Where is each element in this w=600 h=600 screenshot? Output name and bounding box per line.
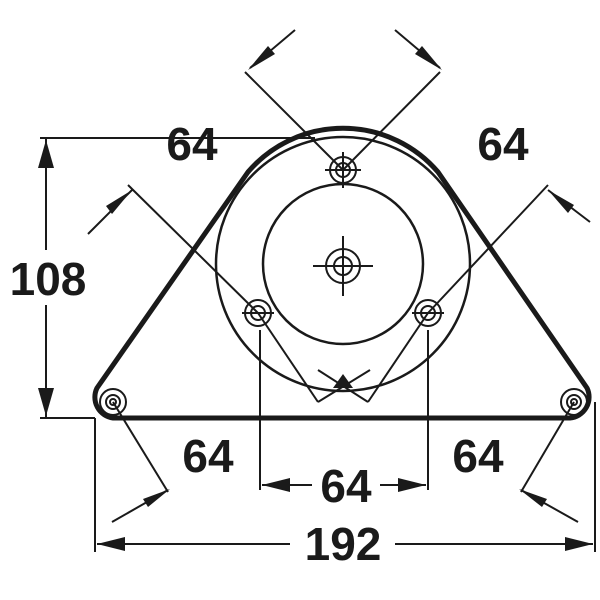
plate-outline <box>92 125 592 421</box>
v-mark <box>317 369 371 403</box>
outer-circle <box>214 135 472 393</box>
extension-lines-lower <box>112 312 575 493</box>
vertical-extension-lines <box>94 330 596 552</box>
bottom-left-hole <box>99 388 127 416</box>
bottom-dimension-arrows <box>111 489 579 523</box>
center-hole <box>313 236 373 296</box>
dim-overall-width-label: 192 <box>305 518 382 570</box>
dim-bottom-center-label: 64 <box>320 460 372 512</box>
dim-bottom-left-label: 64 <box>182 430 234 482</box>
top-dimension-arrows <box>87 29 591 235</box>
bottom-right-hole <box>560 388 588 416</box>
height-dimension-line <box>38 137 315 419</box>
dim-top-right-label: 64 <box>477 118 529 170</box>
dim-bottom-right-label: 64 <box>452 430 504 482</box>
dim-top-left-label: 64 <box>166 118 218 170</box>
mid-left-hole <box>242 299 274 327</box>
extension-lines-upper <box>127 71 549 314</box>
dim-height-label: 108 <box>10 253 87 305</box>
bottom-center-dimension-line <box>262 478 426 492</box>
overall-width-dimension-line <box>97 537 593 551</box>
